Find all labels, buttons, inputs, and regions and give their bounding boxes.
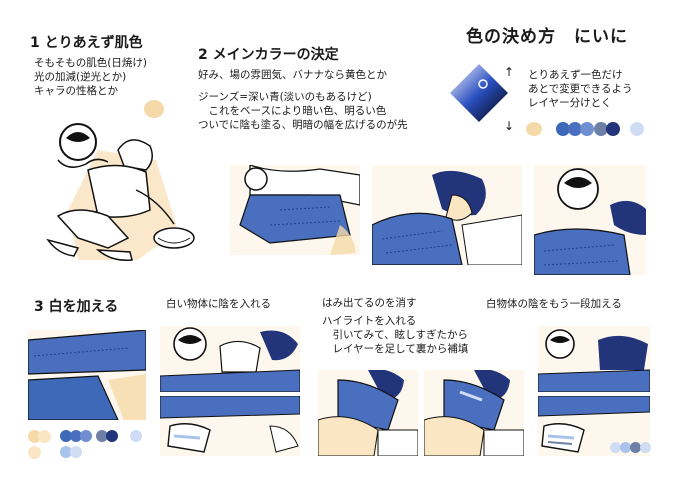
page-title: 色の決め方 にいに — [466, 27, 628, 47]
section2-line: これをベースにより暗い色、明るい色 — [198, 105, 387, 117]
section1-line: そもそもの肌色(日焼け) — [34, 57, 147, 69]
pale-blue-swatch — [130, 430, 142, 442]
section2-line: ついでに陰も塗る、明暗の幅を広げるのが先 — [198, 119, 408, 131]
arrow-down-icon: ↓ — [504, 119, 515, 133]
arrow-up-icon: ↑ — [504, 65, 515, 79]
note-line: レイヤー分けとく — [528, 97, 612, 109]
pale-blue-swatch — [610, 442, 621, 453]
white-panel-5 — [424, 370, 524, 456]
section1-line: キャラの性格とか — [34, 85, 118, 97]
white-panel-2 — [160, 326, 300, 392]
navy-swatch — [106, 430, 118, 442]
pale-blue-swatch — [630, 122, 644, 136]
color-picker-diamond — [450, 64, 508, 122]
skin-swatch — [526, 122, 542, 136]
section3-heading: 3 白を加える — [34, 299, 119, 315]
note-line: とりあえず一色だけ — [528, 69, 623, 81]
crouching-character-illustration — [46, 123, 195, 262]
section2-line: ジーンズ=深い青(淡いのもあるけど) — [198, 91, 372, 103]
pale-blue-swatch — [640, 442, 651, 453]
blue-swatch — [556, 122, 570, 136]
section3-caption-2-line: レイヤーを足して裏から補填 — [322, 343, 469, 355]
section3-caption-3: 白物体の陰をもう一段加える — [486, 298, 622, 310]
blue-swatch — [70, 430, 82, 442]
skin-swatch — [144, 100, 164, 118]
gray-blue-swatch — [594, 122, 608, 136]
section1-line: 光の加減(逆光とか) — [34, 71, 127, 83]
skin-swatch — [28, 430, 41, 443]
blue-swatch — [580, 122, 594, 136]
section3-caption-2-line: 引いてみて、眩しすぎたから — [322, 329, 468, 341]
note-line: あとで変更できるよう — [528, 83, 633, 95]
white-panel-4 — [318, 370, 418, 456]
white-panel-6 — [538, 326, 650, 392]
section2-line: 好み、場の雰囲気、バナナなら黄色とか — [198, 69, 387, 81]
jeans-panel-2 — [372, 165, 522, 265]
section3-caption-1: 白い物体に陰を入れる — [166, 298, 271, 310]
skin-light-swatch — [28, 446, 41, 459]
white-panel-1 — [28, 330, 146, 420]
section1-heading: 1 とりあえず肌色 — [30, 35, 143, 51]
light-blue-swatch — [620, 442, 631, 453]
section2-heading: 2 メインカラーの決定 — [198, 47, 339, 63]
section3-caption-2-line: ハイライトを入れる — [322, 315, 417, 327]
white-panel-3 — [160, 396, 300, 456]
blue-swatch — [568, 122, 582, 136]
skin-light-swatch — [38, 430, 51, 443]
jeans-panel-1 — [230, 165, 360, 255]
blue-swatch — [80, 430, 92, 442]
blue-swatch — [60, 430, 72, 442]
pale-blue-swatch — [70, 446, 82, 458]
jeans-panel-3 — [534, 165, 646, 275]
section3-caption-2-line: はみ出てるのを消す — [322, 297, 417, 309]
gray-blue-swatch — [630, 442, 641, 453]
gray-blue-swatch — [96, 430, 108, 442]
light-blue-swatch — [60, 446, 72, 458]
navy-swatch — [606, 122, 620, 136]
